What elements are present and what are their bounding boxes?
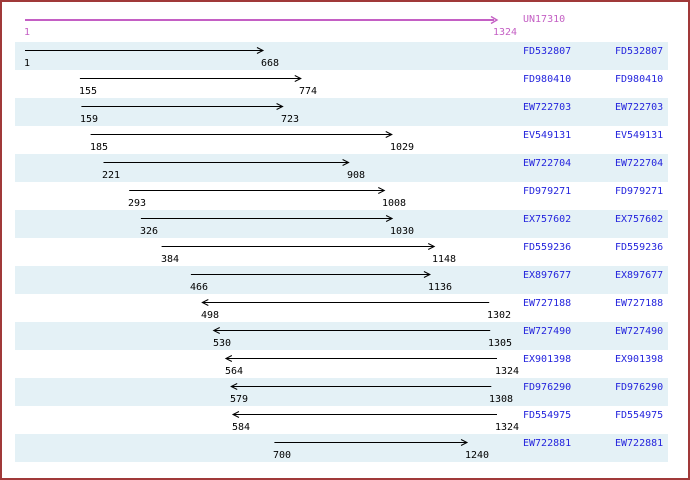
read-arrow — [140, 215, 394, 222]
read-start-coord: 293 — [128, 198, 147, 209]
read-start-coord: 185 — [90, 142, 109, 153]
read-row: 221 908 EW722704 EW722704 — [15, 154, 668, 182]
read-arrow — [103, 159, 350, 166]
read-end-coord: 774 — [299, 86, 318, 97]
read-accession-link-2[interactable]: EX757602 — [615, 214, 664, 225]
read-end-coord: 1030 — [390, 226, 415, 237]
read-accession-link-2[interactable]: EW727188 — [615, 298, 664, 309]
read-end-coord: 1240 — [465, 450, 490, 461]
read-row: 584 1324 FD554975 FD554975 — [15, 406, 668, 434]
read-accession-link-2[interactable]: EW722704 — [615, 158, 664, 169]
read-arrow — [129, 187, 386, 194]
read-accession-link-2[interactable]: FD554975 — [615, 410, 664, 421]
read-accession-link-2[interactable]: FD979271 — [615, 186, 664, 197]
read-accession-link[interactable]: FD532807 — [523, 46, 572, 57]
read-accession-link-2[interactable]: EW722881 — [615, 438, 664, 449]
read-row: 564 1324 EX901398 EX901398 — [15, 350, 668, 378]
read-arrow — [25, 47, 265, 54]
read-end-coord: 668 — [261, 58, 280, 69]
read-accession-link[interactable]: EW722703 — [523, 102, 572, 113]
read-accession-link[interactable]: FD980410 — [523, 74, 572, 85]
read-accession-link-2[interactable]: FD559236 — [615, 242, 664, 253]
read-accession-link[interactable]: FD979271 — [523, 186, 572, 197]
read-start-coord: 159 — [80, 114, 99, 125]
read-accession-link[interactable]: EX897677 — [523, 270, 572, 281]
consensus-arrow — [25, 15, 499, 25]
read-end-coord: 1305 — [488, 338, 513, 349]
read-accession-link-2[interactable]: EX901398 — [615, 354, 664, 365]
read-row: 185 1029 EV549131 EV549131 — [15, 126, 668, 154]
read-end-coord: 1324 — [495, 366, 520, 377]
read-accession-link[interactable]: EW722704 — [523, 158, 572, 169]
read-row: 498 1302 EW727188 EW727188 — [15, 294, 668, 322]
read-arrow — [274, 439, 469, 446]
read-start-coord: 326 — [140, 226, 159, 237]
read-arrow — [201, 299, 490, 306]
read-arrow — [231, 411, 497, 418]
read-row: 579 1308 FD976290 FD976290 — [15, 378, 668, 406]
read-accession-link-2[interactable]: EW722703 — [615, 102, 664, 113]
read-start-coord: 1 — [24, 58, 31, 69]
read-accession-link-2[interactable]: EW727490 — [615, 326, 664, 337]
read-end-coord: 908 — [347, 170, 366, 181]
read-row: 326 1030 EX757602 EX757602 — [15, 210, 668, 238]
read-end-coord: 1008 — [382, 198, 407, 209]
read-accession-link-2[interactable]: EX897677 — [615, 270, 664, 281]
consensus-start-coord: 1 — [24, 27, 31, 38]
read-start-coord: 498 — [201, 310, 220, 321]
read-accession-link[interactable]: FD559236 — [523, 242, 572, 253]
read-arrow — [161, 243, 436, 250]
read-row: 384 1148 FD559236 FD559236 — [15, 238, 668, 266]
read-accession-link-2[interactable]: FD532807 — [615, 46, 664, 57]
read-accession-link[interactable]: EW722881 — [523, 438, 572, 449]
read-arrow — [190, 271, 432, 278]
read-start-coord: 155 — [79, 86, 98, 97]
read-start-coord: 700 — [273, 450, 292, 461]
read-accession-link-2[interactable]: FD976290 — [615, 382, 664, 393]
read-accession-link[interactable]: EX901398 — [523, 354, 572, 365]
read-row: 466 1136 EX897677 EX897677 — [15, 266, 668, 294]
read-arrow — [224, 355, 497, 362]
read-end-coord: 1148 — [432, 254, 457, 265]
consensus-id-link[interactable]: UN17310 — [523, 14, 566, 25]
read-accession-link[interactable]: EX757602 — [523, 214, 572, 225]
read-arrow — [81, 103, 284, 110]
read-end-coord: 1136 — [428, 282, 453, 293]
read-start-coord: 221 — [102, 170, 121, 181]
read-rows: 1 668 FD532807 FD532807 155 774 FD980410… — [15, 42, 668, 462]
read-accession-link-2[interactable]: EV549131 — [615, 130, 664, 141]
read-arrow — [90, 131, 393, 138]
read-accession-link[interactable]: EV549131 — [523, 130, 572, 141]
read-row: 530 1305 EW727490 EW727490 — [15, 322, 668, 350]
read-end-coord: 1324 — [495, 422, 520, 433]
read-start-coord: 466 — [190, 282, 209, 293]
read-arrow — [230, 383, 492, 390]
read-accession-link[interactable]: EW727490 — [523, 326, 572, 337]
read-row: 155 774 FD980410 FD980410 — [15, 70, 668, 98]
read-row: 700 1240 EW722881 EW722881 — [15, 434, 668, 462]
read-accession-link[interactable]: FD976290 — [523, 382, 572, 393]
read-start-coord: 579 — [230, 394, 249, 405]
read-row: 159 723 EW722703 EW722703 — [15, 98, 668, 126]
read-start-coord: 584 — [232, 422, 251, 433]
read-row: 293 1008 FD979271 FD979271 — [15, 182, 668, 210]
read-accession-link[interactable]: EW727188 — [523, 298, 572, 309]
read-start-coord: 384 — [161, 254, 180, 265]
read-end-coord: 1308 — [489, 394, 514, 405]
consensus-end-coord: 1324 — [493, 27, 518, 38]
read-arrow — [212, 327, 491, 334]
read-start-coord: 530 — [213, 338, 232, 349]
read-arrow — [79, 75, 302, 82]
read-accession-link-2[interactable]: FD980410 — [615, 74, 664, 85]
read-end-coord: 1302 — [487, 310, 512, 321]
read-accession-link[interactable]: FD554975 — [523, 410, 572, 421]
read-start-coord: 564 — [225, 366, 244, 377]
read-end-coord: 1029 — [390, 142, 415, 153]
read-end-coord: 723 — [281, 114, 300, 125]
read-row: 1 668 FD532807 FD532807 — [15, 42, 668, 70]
